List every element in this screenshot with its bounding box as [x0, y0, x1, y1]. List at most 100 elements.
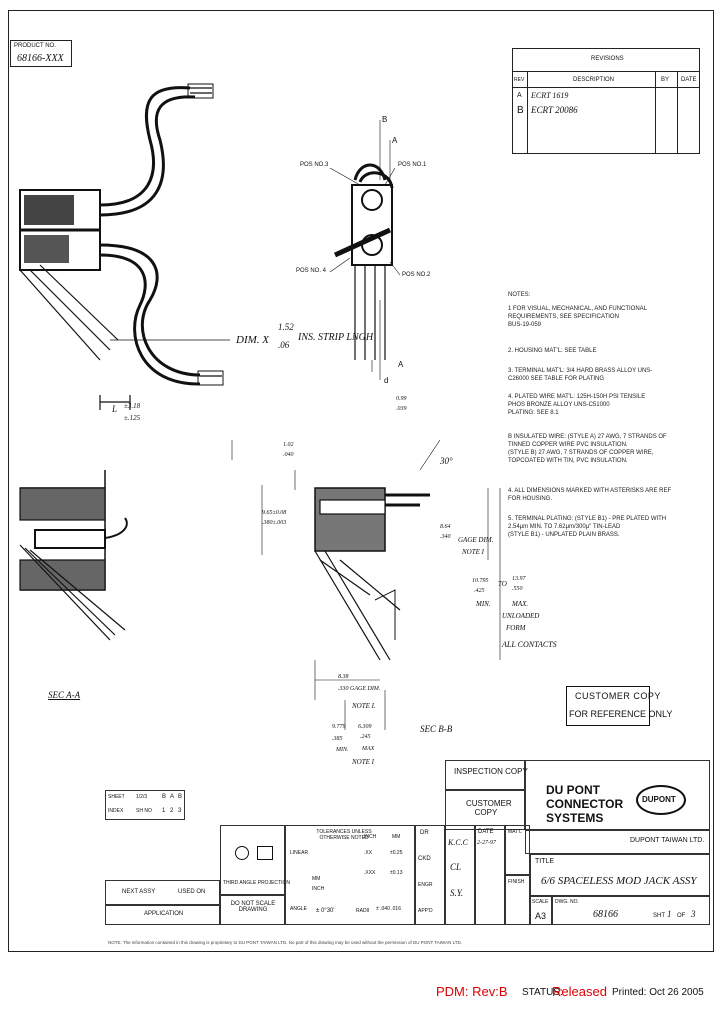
- company-line-2: CONNECTOR: [546, 797, 624, 811]
- product-number-box: PRODUCT NO. 68166-XXX: [10, 40, 72, 67]
- note-line: REQUIREMENTS, SEE SPECIFICATION: [508, 314, 619, 320]
- note-line: BUS-19-059: [508, 322, 542, 328]
- rev-row-a: A: [517, 92, 522, 99]
- third-angle-label: THIRD ANGLE PROJECTION: [223, 880, 290, 886]
- drawing-title: 6/6 SPACELESS MOD JACK ASSY: [541, 875, 697, 887]
- sheet-index-table: SHEET INDEX 1/2/3 B A B SH NO 1 2 3: [105, 790, 185, 820]
- sign-names-cell: K.C.C CL S.Y.: [445, 825, 475, 925]
- note-line: 5. TERMINAL PLATING: (STYLE B1) - PRE PL…: [508, 516, 667, 522]
- pos-1-label: POS NO.1: [398, 162, 427, 168]
- note-line: 4. ALL DIMENSIONS MARKED WITH ASTERISKS …: [508, 488, 672, 494]
- used-on-label: USED ON: [178, 889, 206, 895]
- proprietary-note: NOTE: The information contained in this …: [108, 940, 463, 945]
- taiwan-cell: DUPONT TAIWAN LTD.: [525, 830, 710, 854]
- dim-10795: 10.795: [472, 578, 489, 584]
- sheet-cell: B: [178, 794, 183, 800]
- finish-cell: FINISH: [505, 875, 530, 925]
- index-label: INDEX: [108, 808, 124, 814]
- dim-9779: 9.779: [332, 724, 346, 730]
- note-line: TOPCOATED WITH TIN, PVC INSULATION.: [508, 458, 628, 464]
- sign-dates-cell: DATE 2-27-97: [475, 825, 505, 925]
- angle-value: ± 0°30': [316, 908, 335, 914]
- dim-102: 1.02: [283, 442, 294, 448]
- note-line: (STYLE B) 27 AWG, 7 STRANDS OF COPPER WI…: [508, 450, 654, 456]
- note-line: 4. PLATED WIRE MAT'L: 125H-150H PSI TENS…: [508, 394, 646, 400]
- dim-380: .380±.003: [262, 520, 287, 526]
- note-line: 1 FOR VISUAL, MECHANICAL, AND FUNCTIONAL: [508, 306, 648, 312]
- next-assy-cell: NEXT ASSY USED ON: [105, 880, 220, 905]
- tol-value: .XXX: [364, 870, 376, 876]
- dim-245: .245: [360, 734, 371, 740]
- pos-3-label: POS NO.3: [300, 162, 329, 168]
- dim-330: .330 GAGE DIM.: [338, 686, 381, 692]
- sheet-cell: A: [170, 794, 175, 800]
- pdm-rev: PDM: Rev:B: [436, 984, 508, 999]
- ckd-name: CL: [450, 862, 462, 872]
- all-contacts-label: ALL CONTACTS: [502, 640, 557, 649]
- note-line: FOR HOUSING.: [508, 496, 553, 502]
- sheet-cell: 3: [178, 808, 182, 814]
- rev-row-a-desc: ECRT 1619: [531, 91, 569, 100]
- dim-425: .425: [474, 588, 485, 594]
- section-b-marker: B: [382, 115, 388, 124]
- strip-dim-top: 1.52: [278, 322, 294, 332]
- tol-value: .XX: [364, 850, 373, 856]
- status-label: STATUS:: [522, 987, 563, 998]
- gage-dim-label: GAGE DIM.: [458, 536, 494, 544]
- notes-block: NOTES: 1 FOR VISUAL, MECHANICAL, AND FUN…: [508, 292, 708, 552]
- customer-copy-cell: CUSTOMER COPY: [445, 790, 525, 830]
- status-value: Released: [552, 984, 607, 999]
- dwg-number: 68166: [593, 909, 618, 920]
- dim-to: TO: [498, 580, 507, 588]
- note-line: 2. HOUSING MAT'L: SEE TABLE: [508, 348, 597, 354]
- tol-value: ±0.13: [390, 870, 403, 876]
- sht-label: SHT: [653, 913, 665, 919]
- tol-value: ±0.25: [390, 850, 403, 856]
- dupont-logo: DUPONT: [636, 785, 686, 815]
- projection-symbol-icon: [235, 846, 249, 860]
- section-a-marker: A: [392, 136, 398, 145]
- matl-cell: MAT'L: [505, 825, 530, 875]
- angle-label: ANGLE: [290, 906, 307, 912]
- tolerances-cell: TOLERANCES UNLESS OTHERWISE NOTED INCH M…: [285, 825, 415, 925]
- unloaded-label: UNLOADED: [502, 612, 540, 620]
- d-marker: d: [384, 376, 389, 385]
- inch-label: INCH: [312, 886, 325, 892]
- engr-label: ENGR: [418, 882, 433, 888]
- strip-dim-prefix: DIM. X: [236, 334, 269, 346]
- ckd-label: CKD: [418, 856, 431, 862]
- scale-cell: SCALE A3: [530, 896, 552, 925]
- section-a-a-label: SEC A-A: [48, 690, 81, 700]
- tol-inch-header: INCH: [364, 834, 377, 840]
- appd-label: APP'D: [418, 908, 433, 914]
- next-assy-label: NEXT ASSY: [122, 889, 156, 895]
- do-not-scale-cell: DO NOT SCALE DRAWING: [220, 895, 285, 925]
- note-line: PLATING: SEE 8.1: [508, 410, 559, 416]
- note-line: B INSULATED WIRE: (STYLE A) 27 AWG, 7 ST…: [508, 434, 667, 440]
- rev-row-b-desc: ECRT 20086: [531, 105, 578, 115]
- of-value: 3: [691, 909, 696, 919]
- projection-cone-icon: [257, 846, 273, 860]
- pos-4-label: POS NO. 4: [296, 268, 327, 274]
- strip-dim-suffix: INS. STRIP LNGH: [298, 332, 374, 343]
- of-label: OF: [677, 913, 686, 919]
- scale-label: SCALE: [532, 899, 549, 905]
- pos-2-label: POS NO.2: [402, 272, 431, 278]
- date-header: DATE: [681, 77, 697, 83]
- note-line: C26000 SEE TABLE FOR PLATING: [508, 376, 605, 382]
- linear-label: LINEAR: [290, 850, 309, 856]
- mm-label: MM: [312, 876, 321, 882]
- note-1c-label: NOTE I: [352, 758, 374, 766]
- radii-label: RADII: [356, 908, 370, 914]
- taiwan-label: DUPONT TAIWAN LTD.: [630, 837, 705, 844]
- max-label-2: MAX: [362, 746, 375, 752]
- engr-name: S.Y.: [450, 888, 464, 898]
- desc-header: DESCRIPTION: [573, 77, 615, 83]
- note-1-label: NOTE I: [462, 548, 484, 556]
- dim-040: .040: [283, 452, 294, 458]
- matl-label: MAT'L: [508, 829, 522, 835]
- section-b-b: [314, 487, 386, 552]
- printed-date: Printed: Oct 26 2005: [612, 987, 704, 998]
- projection-cell: THIRD ANGLE PROJECTION: [220, 825, 290, 895]
- note-line: (STYLE B1) - UNPLATED PLAIN BRASS.: [508, 532, 620, 538]
